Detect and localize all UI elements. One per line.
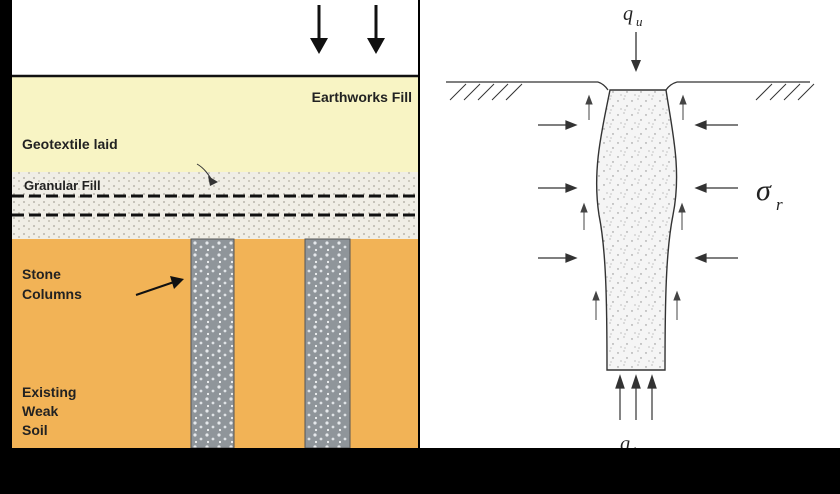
radial-stress-arrow-icon <box>694 183 738 193</box>
earthworks-fill-label: Earthworks Fill <box>312 89 412 105</box>
top-load-arrow-icon <box>631 32 641 72</box>
radial-stress-subscript: r <box>776 195 783 214</box>
embankment-svg: Earthworks Fill Geotextile laid Granular… <box>12 0 418 449</box>
load-arrow-icon <box>310 5 328 54</box>
soil-hatch-left <box>449 83 523 101</box>
geotextile-label: Geotextile laid <box>22 136 118 152</box>
base-reaction-arrow-icon <box>631 374 641 420</box>
radial-stress-arrow-icon <box>694 120 738 130</box>
top-load-subscript: u <box>636 14 643 29</box>
stone-column-body <box>595 89 678 371</box>
radial-stress-label: σ <box>756 174 772 207</box>
air-zone <box>12 0 418 75</box>
bulging-column-diagram: q u <box>420 0 840 459</box>
base-reaction-arrow-icon <box>647 374 657 420</box>
stone-columns-label-line2: Columns <box>22 286 82 302</box>
base-load-subscript: b <box>633 444 640 448</box>
stone-column <box>190 238 235 449</box>
radial-stress-arrow-icon <box>538 120 578 130</box>
top-load-label: q <box>623 3 633 25</box>
radial-stress-arrow-icon <box>538 253 578 263</box>
stone-columns-pointer-arrow <box>135 276 184 296</box>
soil-label-line2: Weak <box>22 403 59 419</box>
soil-label-line1: Existing <box>22 384 76 400</box>
base-load-label: q <box>620 433 630 448</box>
stone-columns-label-line1: Stone <box>22 266 61 282</box>
radial-stress-arrow-icon <box>694 253 738 263</box>
shaft-friction-arrow-icon <box>580 94 687 320</box>
granular-fill-label: Granular Fill <box>24 178 101 193</box>
base-reaction-arrow-icon <box>615 374 625 420</box>
bulging-column-svg: q u <box>446 3 815 459</box>
stone-column <box>304 238 351 449</box>
earthworks-fill-layer <box>12 76 418 172</box>
radial-stress-arrow-icon <box>538 183 578 193</box>
ground-surface <box>446 81 810 91</box>
embankment-section-diagram: Earthworks Fill Geotextile laid Granular… <box>12 0 418 449</box>
soil-label-line3: Soil <box>22 422 48 438</box>
soil-hatch-right <box>755 83 815 101</box>
load-arrow-icon <box>367 5 385 54</box>
